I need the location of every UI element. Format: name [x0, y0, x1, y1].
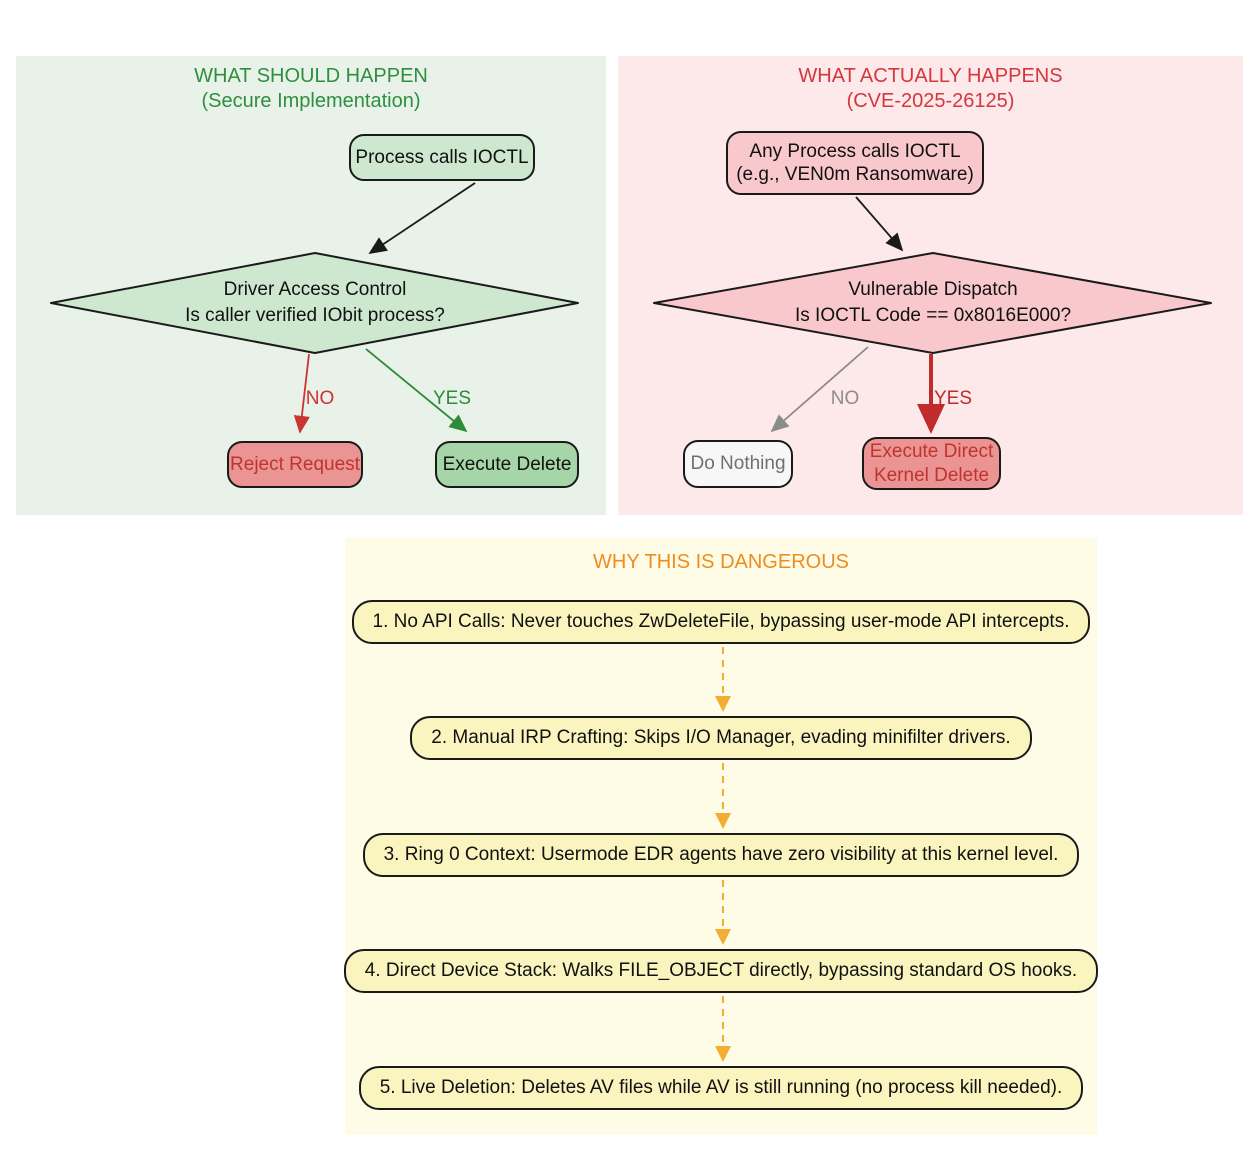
execute-direct-line1: Execute Direct	[869, 441, 994, 463]
execute-delete-node: Execute Delete	[435, 441, 579, 488]
any-process-node: Any Process calls IOCTL (e.g., VEN0m Ran…	[726, 131, 984, 195]
danger-item-2: 2. Manual IRP Crafting: Skips I/O Manage…	[410, 716, 1032, 760]
secure-panel-title: WHAT SHOULD HAPPEN (Secure Implementatio…	[16, 64, 606, 114]
do-nothing-node: Do Nothing	[683, 440, 793, 488]
secure-decision-line2: Is caller verified IObit process?	[185, 305, 445, 327]
do-nothing-label: Do Nothing	[690, 453, 786, 475]
reject-request-node: Reject Request	[227, 441, 363, 488]
danger-item-row: 4. Direct Device Stack: Walks FILE_OBJEC…	[343, 949, 1099, 993]
reject-request-label: Reject Request	[230, 453, 360, 475]
secure-yes-label: YES	[432, 388, 472, 409]
danger-item-row: 3. Ring 0 Context: Usermode EDR agents h…	[345, 833, 1097, 877]
danger-item-5: 5. Live Deletion: Deletes AV files while…	[358, 1066, 1084, 1110]
danger-item-row: 1. No API Calls: Never touches ZwDeleteF…	[345, 600, 1097, 644]
execute-direct-line2: Kernel Delete	[873, 464, 990, 486]
secure-decision-line1: Driver Access Control	[223, 279, 407, 300]
process-calls-ioctl-node: Process calls IOCTL	[349, 134, 535, 181]
any-process-line2: (e.g., VEN0m Ransomware)	[736, 164, 974, 185]
danger-item-4: 4. Direct Device Stack: Walks FILE_OBJEC…	[343, 949, 1099, 993]
execute-delete-label: Execute Delete	[442, 453, 572, 475]
danger-panel: WHY THIS IS DANGEROUS 1. No API Calls: N…	[343, 538, 1099, 1135]
danger-item-row: 2. Manual IRP Crafting: Skips I/O Manage…	[345, 716, 1097, 760]
secure-panel-title-line1: WHAT SHOULD HAPPEN	[194, 65, 428, 87]
secure-panel-title-line2: (Secure Implementation)	[201, 90, 421, 112]
vulnerable-no-label: NO	[830, 388, 860, 409]
danger-item-3: 3. Ring 0 Context: Usermode EDR agents h…	[362, 833, 1080, 877]
secure-decision-text: Driver Access Control Is caller verified…	[95, 277, 535, 329]
execute-direct-kernel-delete-node: Execute Direct Kernel Delete	[862, 437, 1001, 490]
danger-item-row: 5. Live Deletion: Deletes AV files while…	[345, 1066, 1097, 1110]
vulnerable-decision-line1: Vulnerable Dispatch	[848, 279, 1018, 300]
danger-item-1: 1. No API Calls: Never touches ZwDeleteF…	[351, 600, 1091, 644]
vulnerable-panel-title-line2: (CVE-2025-26125)	[846, 90, 1015, 112]
vulnerable-panel-title: WHAT ACTUALLY HAPPENS (CVE-2025-26125)	[618, 64, 1243, 114]
danger-panel-title: WHY THIS IS DANGEROUS	[593, 551, 849, 573]
vulnerable-decision-line2: Is IOCTL Code == 0x8016E000?	[794, 305, 1072, 327]
vulnerable-panel-title-line1: WHAT ACTUALLY HAPPENS	[798, 65, 1063, 87]
vulnerable-yes-label: YES	[933, 388, 973, 409]
any-process-line1: Any Process calls IOCTL	[749, 140, 961, 162]
process-calls-ioctl-label: Process calls IOCTL	[355, 146, 529, 168]
vulnerable-decision-text: Vulnerable Dispatch Is IOCTL Code == 0x8…	[713, 277, 1153, 329]
secure-no-label: NO	[305, 388, 335, 409]
